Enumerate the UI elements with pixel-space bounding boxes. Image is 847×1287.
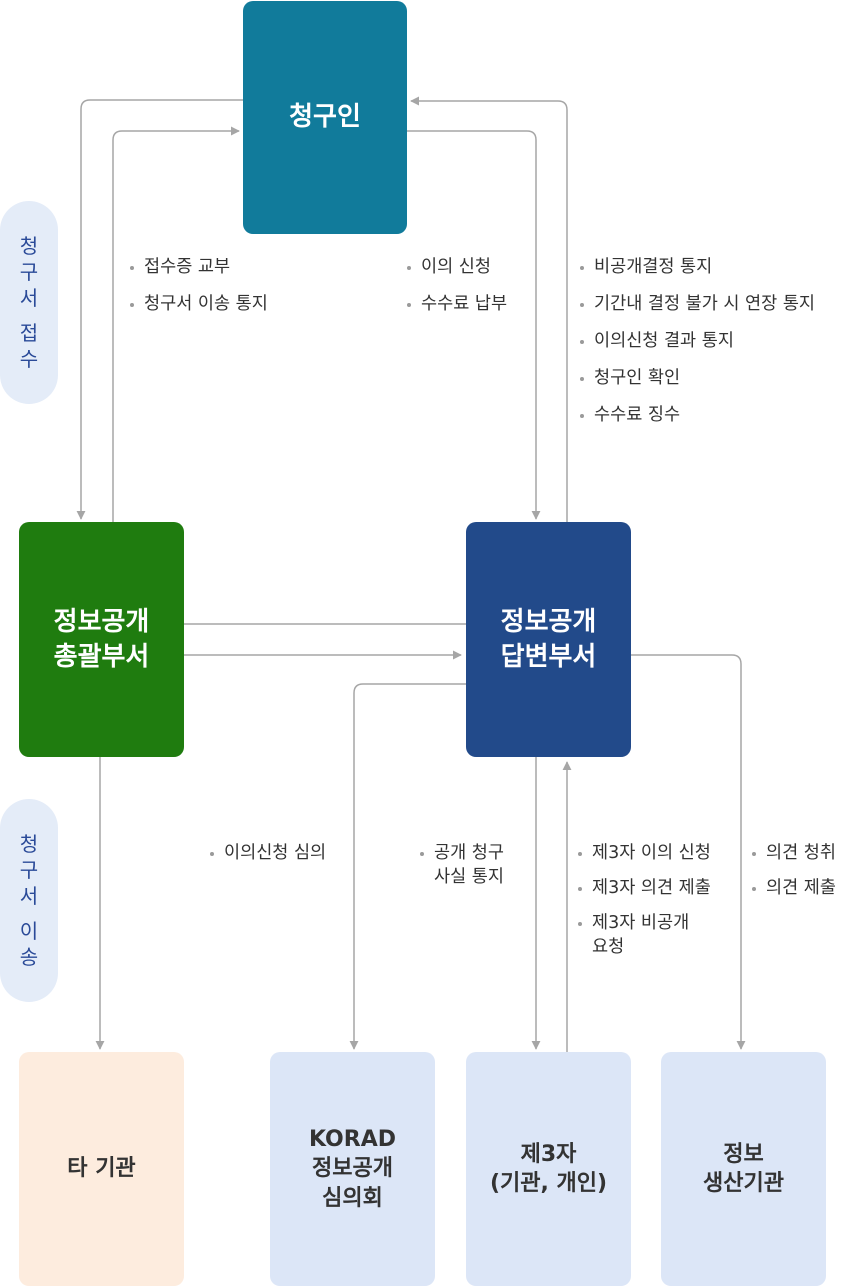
notes-answer-to-requester: 비공개결정 통지 기간내 결정 불가 시 연장 통지 이의신청 결과 통지 청구… (580, 249, 815, 434)
note-line: 제3자 비공개 (592, 913, 690, 933)
list-item: 이의 신청 (407, 249, 507, 286)
arrow-answer-to-committee (349, 683, 466, 1050)
requester-box: 청구인 (243, 1, 407, 234)
side-char: 서 (19, 286, 39, 310)
side-char: 접 (19, 321, 39, 345)
list-item: 제3자 의견 제출 (578, 871, 711, 906)
committee-label-line1: KORAD (309, 1127, 396, 1153)
producer-box: 정보 생산기관 (661, 1052, 826, 1286)
side-label-transfer: 청 구 서 이 송 (0, 799, 58, 1002)
side-char: 청 (19, 234, 39, 258)
third-party-label-line1: 제3자 (520, 1141, 577, 1167)
note-line: 사실 통지 (434, 867, 504, 887)
side-char: 이 (19, 919, 39, 943)
general-dept-box: 정보공개 총괄부서 (19, 522, 184, 757)
other-agency-box: 타 기관 (19, 1052, 184, 1286)
answer-dept-label-line2: 답변부서 (500, 641, 597, 672)
list-item: 이의신청 심의 (210, 836, 326, 871)
notes-producer: 의견 청취 의견 제출 (752, 836, 836, 906)
side-char: 구 (19, 858, 39, 882)
notes-general-to-requester: 접수증 교부 청구서 이송 통지 (130, 249, 268, 323)
notes-requester-to-answer: 이의 신청 수수료 납부 (407, 249, 507, 323)
answer-dept-label-line1: 정보공개 (500, 607, 597, 638)
list-item: 청구서 이송 통지 (130, 286, 268, 323)
note-line: 공개 청구 (434, 843, 504, 863)
list-item: 제3자 비공개 요청 (578, 906, 711, 959)
side-char: 청 (19, 832, 39, 856)
general-dept-label-line2: 총괄부서 (53, 641, 150, 672)
other-agency-label: 타 기관 (67, 1156, 136, 1182)
list-item: 수수료 징수 (580, 397, 815, 434)
note-line: 요청 (592, 937, 625, 957)
list-item: 접수증 교부 (130, 249, 268, 286)
arrow-requester-to-general (76, 99, 243, 520)
committee-label-line2: 정보공개 (312, 1156, 393, 1182)
third-party-box: 제3자 (기관, 개인) (466, 1052, 631, 1286)
list-item: 의견 제출 (752, 871, 836, 906)
list-item: 공개 청구 사실 통지 (420, 836, 504, 889)
producer-label-line1: 정보 (723, 1141, 764, 1167)
list-item: 수수료 납부 (407, 286, 507, 323)
side-char: 구 (19, 260, 39, 284)
notes-disclosure-notice: 공개 청구 사실 통지 (420, 836, 504, 889)
committee-box: KORAD 정보공개 심의회 (270, 1052, 435, 1286)
list-item: 청구인 확인 (580, 360, 815, 397)
requester-label: 청구인 (289, 102, 361, 133)
arrow-requester-to-answer (407, 130, 541, 520)
notes-third-party: 제3자 이의 신청 제3자 의견 제출 제3자 비공개 요청 (578, 836, 711, 959)
arrow-general-to-requester (112, 126, 240, 522)
notes-committee: 이의신청 심의 (210, 836, 326, 871)
producer-label-line2: 생산기관 (703, 1171, 784, 1196)
side-label-reception: 청 구 서 접 수 (0, 201, 58, 404)
arrow-answer-to-producer (631, 654, 746, 1050)
side-char: 서 (19, 884, 39, 908)
general-dept-label-line1: 정보공개 (53, 607, 150, 638)
arrow-answer-to-requester (410, 96, 568, 522)
third-party-label-line2: (기관, 개인) (489, 1171, 608, 1196)
list-item: 제3자 이의 신청 (578, 836, 711, 871)
list-item: 의견 청취 (752, 836, 836, 871)
list-item: 비공개결정 통지 (580, 249, 815, 286)
side-char: 송 (19, 945, 39, 969)
answer-dept-box: 정보공개 답변부서 (466, 522, 631, 757)
list-item: 이의신청 결과 통지 (580, 323, 815, 360)
side-char: 수 (19, 347, 39, 371)
list-item: 기간내 결정 불가 시 연장 통지 (580, 286, 815, 323)
committee-label-line3: 심의회 (322, 1185, 383, 1211)
